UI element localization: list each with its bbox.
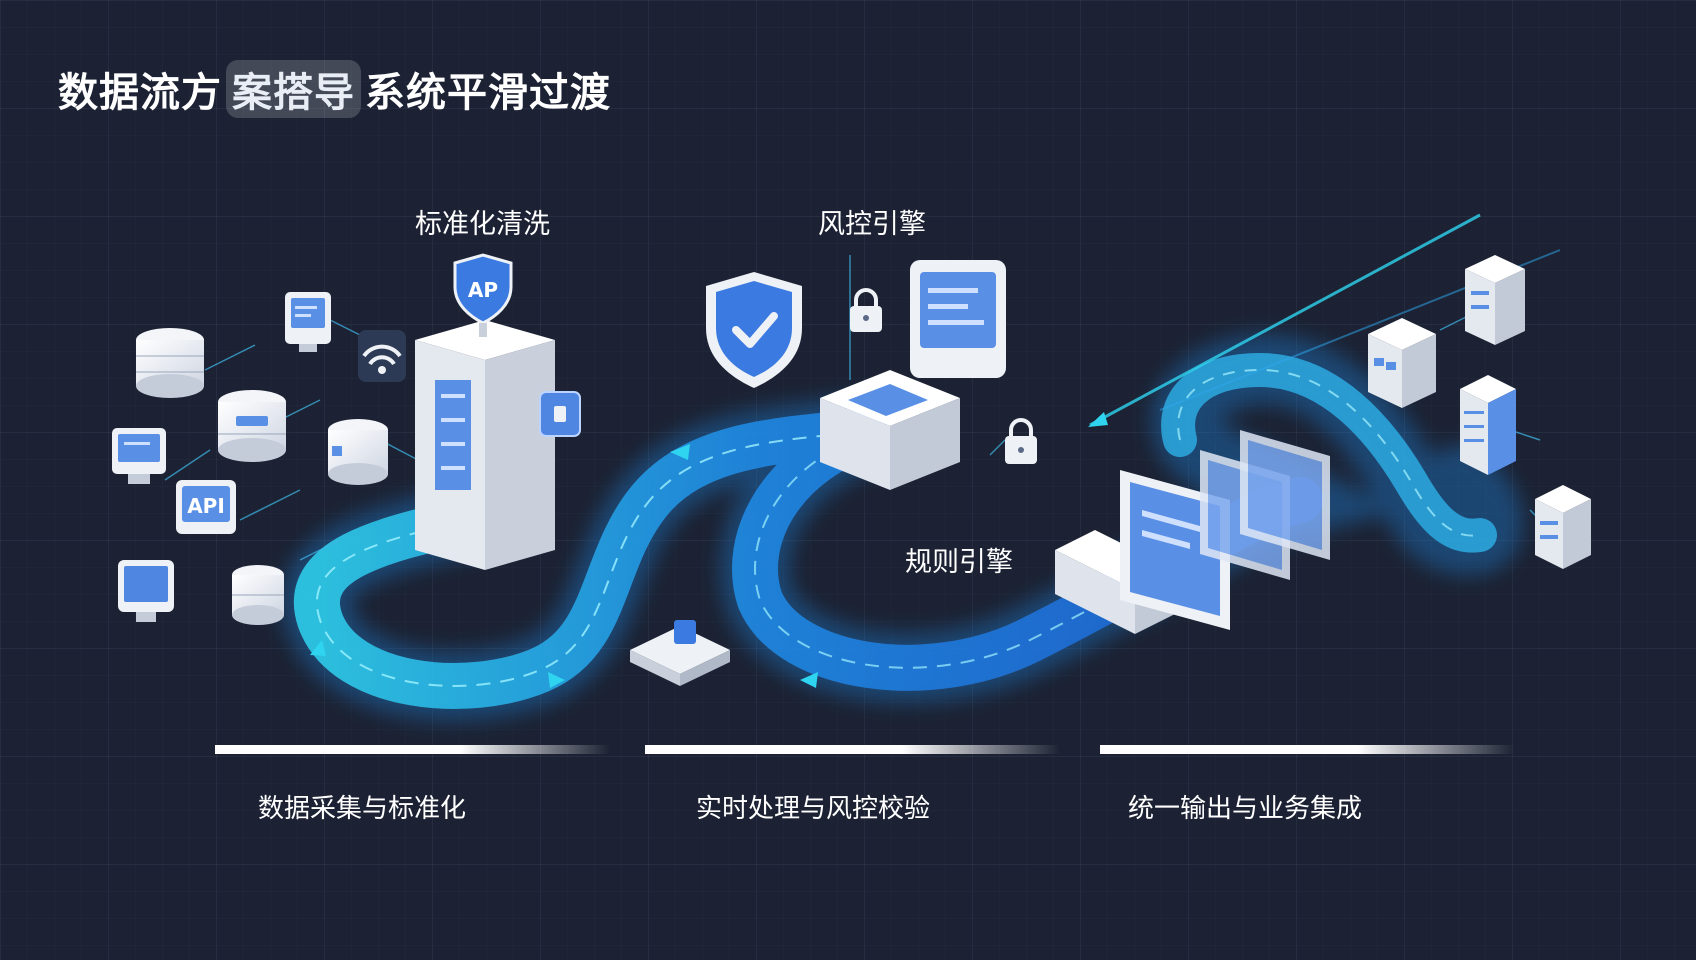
stage-bar-1 [215,745,610,754]
monitor-icon [112,428,166,484]
label-risk-engine: 风控引擎 [818,209,926,240]
monitor-icon [118,560,174,622]
server-tower-icon [1460,375,1516,475]
title-prefix: 数据流方 [58,70,222,116]
title-suffix: 系统平滑过渡 [365,70,611,116]
stage-label-1: 数据采集与标准化 [258,794,467,824]
database-icon [218,390,286,462]
lock-icon [539,391,581,437]
risk-engine-box [820,370,960,490]
server-icon [1465,255,1525,345]
stage-bar-2 [645,745,1060,754]
page-title: 数据流方案搭导系统平滑过渡 [58,60,611,118]
stage-label-2: 实时处理与风控校验 [696,794,931,824]
database-icon [328,419,388,485]
api-monitor-icon: API [176,480,236,534]
database-icon [232,565,284,625]
output-screen-icon [1240,430,1330,560]
database-icon [136,328,204,398]
api-monitor-text: API [187,494,225,518]
api-shield-icon: AP [453,253,513,337]
padlock-icon [850,288,882,332]
stage-label-3: 统一输出与业务集成 [1128,794,1363,824]
standardize-server-tower [415,320,555,570]
document-tray-icon [630,620,730,686]
building-icon [1368,318,1436,408]
monitor-icon [285,292,331,352]
api-shield-text: AP [468,278,498,302]
label-standardize: 标准化清洗 [415,209,550,240]
padlock-icon [1005,418,1037,464]
title-highlight: 案搭导 [226,60,361,118]
shield-check-icon [706,272,802,388]
stage-bar-3 [1100,745,1515,754]
risk-monitor-icon [910,260,1006,378]
server-icon [1535,485,1591,569]
wifi-icon [358,330,406,382]
label-rule-engine: 规则引擎 [905,547,1013,578]
